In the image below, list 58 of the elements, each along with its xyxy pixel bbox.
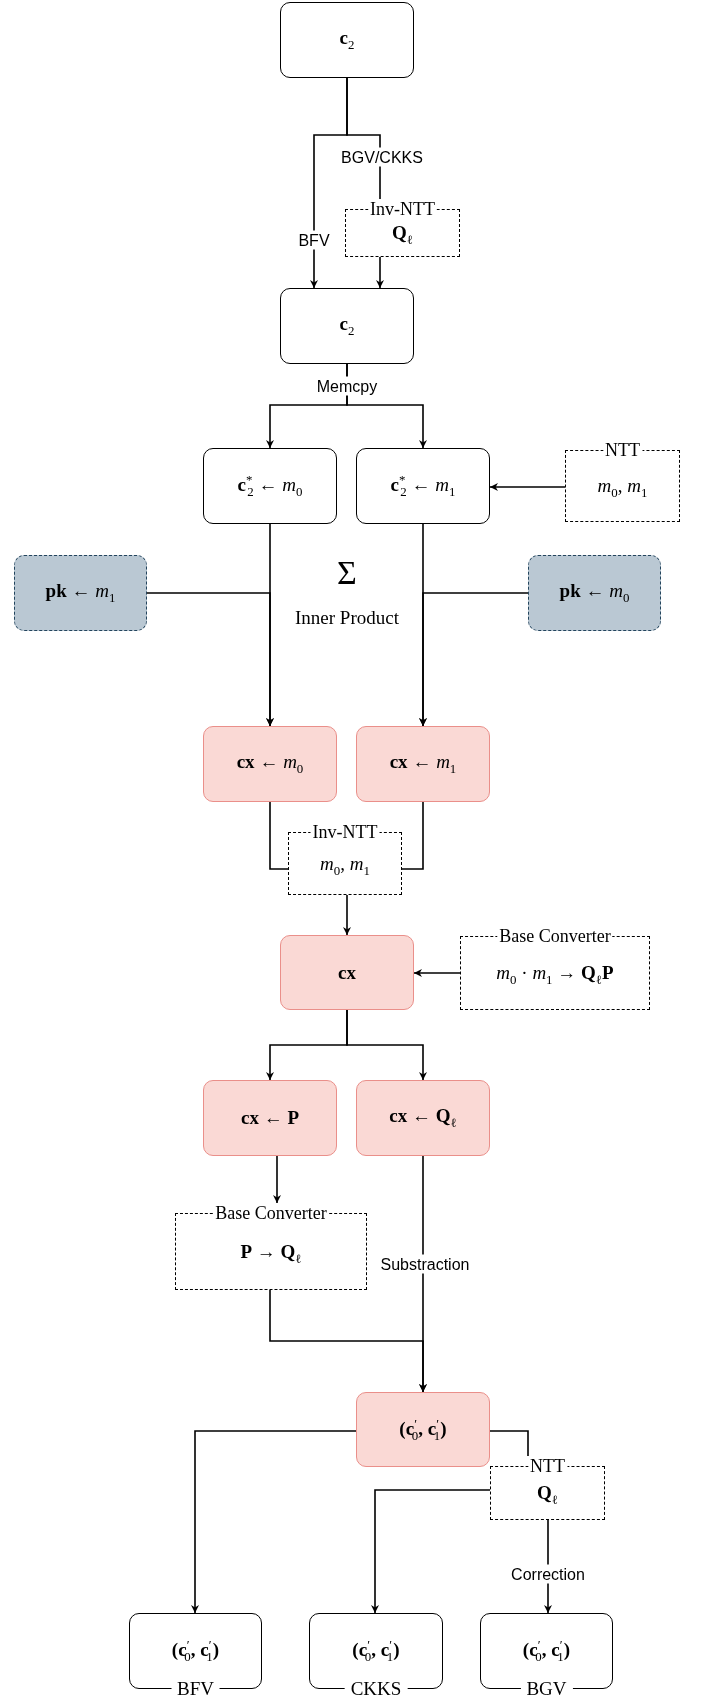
connector-arrow bbox=[146, 592, 274, 727]
connector-arrow bbox=[419, 592, 529, 727]
key-box bbox=[528, 555, 661, 631]
highlighted-box bbox=[356, 1080, 490, 1156]
connector-arrow bbox=[376, 256, 384, 289]
highlighted-box bbox=[356, 1392, 490, 1467]
edge-label: Correction bbox=[510, 1564, 586, 1584]
rounded-box bbox=[203, 448, 337, 524]
connector-arrow bbox=[343, 894, 351, 936]
key-box bbox=[14, 555, 147, 631]
rounded-box bbox=[280, 288, 414, 364]
highlighted-box bbox=[203, 726, 337, 802]
math-expression: Q$_{ℓ}$ bbox=[392, 222, 413, 248]
dashed-operation-box bbox=[565, 440, 680, 522]
rounded-box bbox=[280, 2, 414, 78]
math-expression: pk ← m$_{0}$ bbox=[558, 580, 631, 606]
math-expression: cx ← m$_{0}$ bbox=[235, 751, 305, 777]
dashed-operation-box bbox=[175, 1203, 367, 1290]
annotation-text: Inner Product bbox=[295, 607, 399, 629]
rounded-box bbox=[356, 448, 490, 524]
math-expression: c$_{2}$ bbox=[338, 313, 356, 339]
connector-arrow bbox=[489, 1430, 529, 1457]
connector-arrow bbox=[273, 1155, 281, 1204]
connector-arrow bbox=[371, 1489, 491, 1614]
math-expression: m$_{0}$ · m$_{1}$ → Q$_{ℓ}$P bbox=[496, 962, 614, 988]
connector-arrow bbox=[413, 969, 461, 977]
connector-arrow bbox=[191, 1430, 357, 1614]
math-expression: cx bbox=[337, 961, 357, 984]
summation-symbol: Σ bbox=[337, 554, 357, 592]
connector-arrow bbox=[489, 483, 566, 491]
dashed-operation-box bbox=[345, 199, 460, 257]
edge-label: Substraction bbox=[379, 1254, 471, 1274]
highlighted-box bbox=[280, 935, 414, 1010]
connector-arrow bbox=[346, 1009, 427, 1081]
math-expression: (c$^{′}$$_{0}$, c$^{′}$$_{1}$) bbox=[521, 1636, 572, 1666]
math-expression: c$_{2}$ bbox=[338, 27, 356, 53]
math-expression: (c$^{′}$$_{0}$, c$^{′}$$_{1}$) bbox=[351, 1636, 401, 1666]
math-expression: P → Q$_{ℓ}$ bbox=[240, 1240, 302, 1267]
math-expression: cx ← Q$_{ℓ}$ bbox=[388, 1105, 458, 1131]
math-expression: c$^{*}$$_{2}$ ← m$_{0}$ bbox=[236, 471, 304, 501]
math-expression: (c$^{′}$$_{0}$, c$^{′}$$_{1}$) bbox=[398, 1415, 448, 1444]
math-expression: cx ← P bbox=[239, 1107, 300, 1129]
dashed-operation-box bbox=[490, 1456, 605, 1520]
edge-label: Memcpy bbox=[315, 376, 379, 396]
math-expression: cx ← m$_{1}$ bbox=[388, 751, 458, 777]
math-expression: m$_{0}$, m$_{1}$ bbox=[597, 475, 648, 501]
connector-arrow bbox=[419, 1155, 427, 1393]
math-expression: m$_{0}$, m$_{1}$ bbox=[320, 852, 370, 879]
edge-label: BGV/CKKS bbox=[340, 147, 424, 167]
highlighted-box bbox=[356, 726, 490, 802]
dashed-operation-box bbox=[288, 822, 402, 895]
math-expression: c$^{*}$$_{2}$ ← m$_{1}$ bbox=[389, 471, 457, 501]
math-expression: Q$_{ℓ}$ bbox=[537, 1482, 558, 1508]
highlighted-box bbox=[203, 1080, 337, 1156]
math-expression: (c$^{′}$$_{0}$, c$^{′}$$_{1}$) bbox=[170, 1636, 221, 1666]
math-expression: pk ← m$_{1}$ bbox=[44, 580, 117, 606]
dashed-operation-box bbox=[460, 926, 650, 1010]
edge-label: BFV bbox=[297, 230, 331, 250]
